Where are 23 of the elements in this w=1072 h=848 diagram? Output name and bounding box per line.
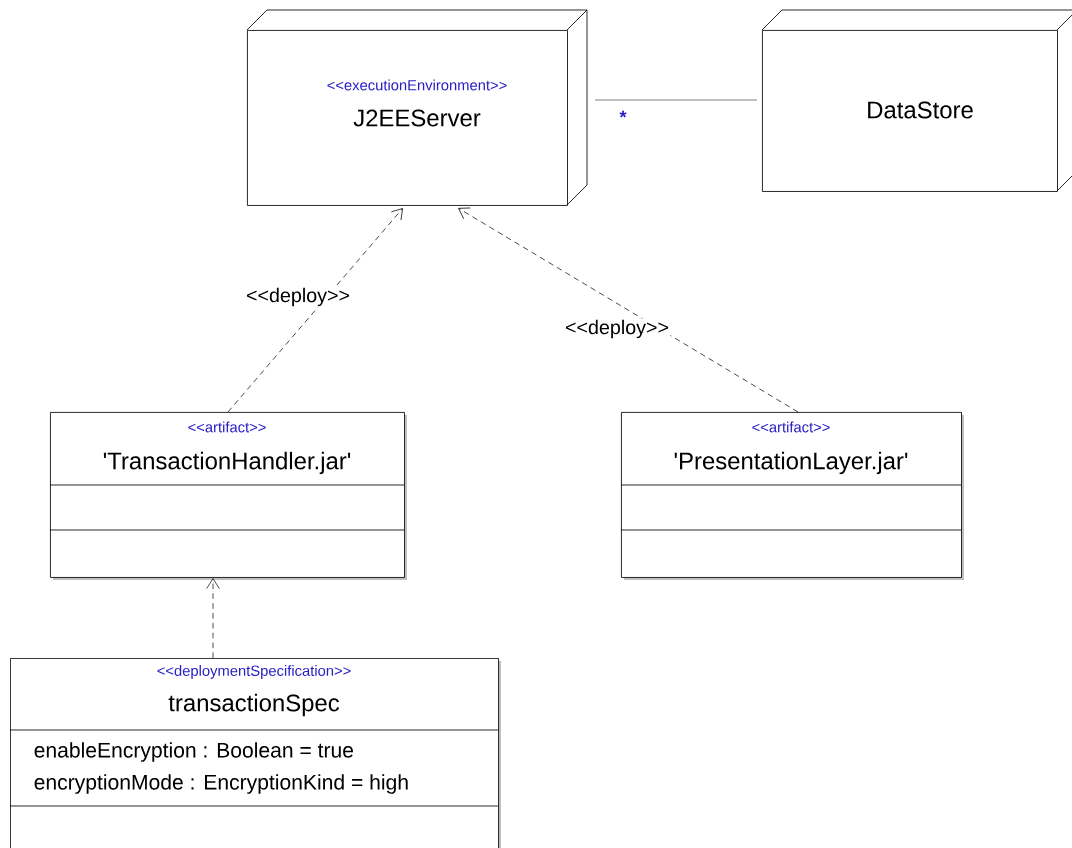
stereotype-label: <<artifact>> — [752, 421, 830, 433]
artifact-box — [620, 412, 964, 580]
artifact-name: 'PresentationLayer.jar' — [674, 451, 908, 475]
dependency-arrow — [206, 578, 220, 659]
stereotype-label: <<executionEnvironment>> — [327, 79, 507, 91]
node-name: DataStore — [868, 101, 973, 119]
edge-label: <<deploy>> — [244, 286, 352, 308]
attribute-line: enableEncryption : Boolean = true — [34, 742, 353, 762]
multiplicity-label: * — [619, 110, 627, 118]
artifact-box — [49, 412, 407, 580]
stereotype-label: <<deploymentSpecification>> — [157, 665, 351, 679]
dependency-arrow — [227, 208, 403, 413]
artifact-name: 'TransactionHandler.jar' — [103, 451, 351, 475]
node-box — [246, 9, 588, 206]
connector-line — [594, 99, 758, 101]
specification-name: transactionSpec — [168, 693, 340, 717]
attribute-line: encryptionMode : EncryptionKind = high — [34, 774, 408, 794]
edge-label: <<deploy>> — [563, 318, 671, 340]
node-box — [761, 9, 1072, 192]
specification-box — [9, 658, 501, 848]
dependency-arrow — [458, 207, 799, 413]
node-name: J2EEServer — [353, 109, 481, 127]
stereotype-label: <<artifact>> — [188, 421, 266, 433]
